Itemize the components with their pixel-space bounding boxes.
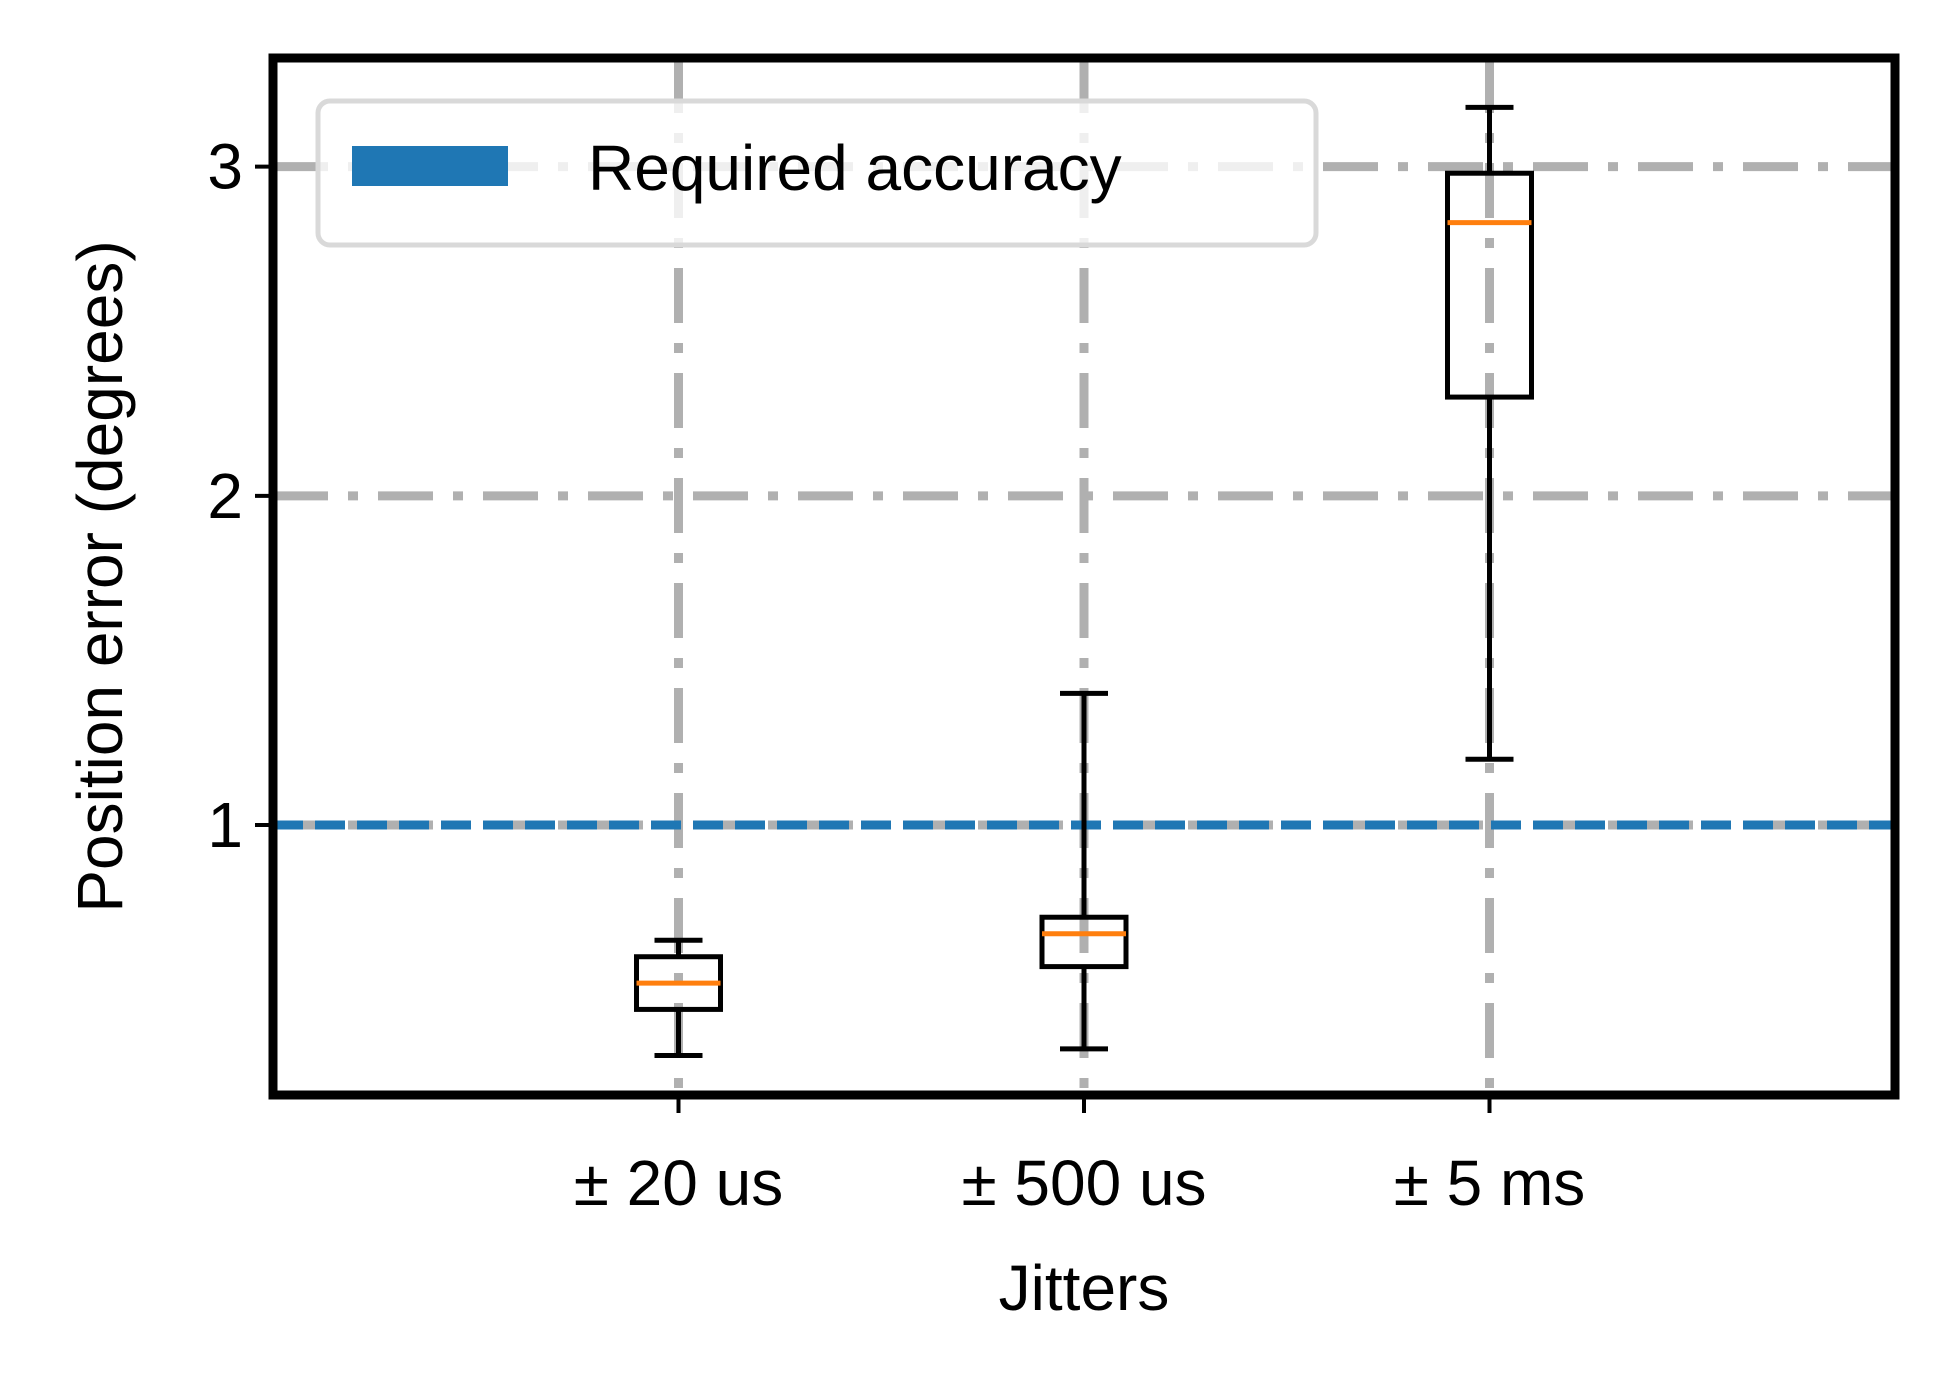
x-tick-label: ± 20 us <box>574 1147 783 1219</box>
axis-ticks: 1 2 3 ± 20 us ± 500 us ± 5 ms <box>207 131 1585 1219</box>
y-axis-label: Position error (degrees) <box>64 240 136 912</box>
y-tick-label: 1 <box>207 789 243 861</box>
y-tick-label: 3 <box>207 131 243 203</box>
legend: Required accuracy <box>315 98 1319 248</box>
box <box>1445 170 1534 400</box>
box-group <box>1445 104 1534 762</box>
legend-box <box>315 98 1319 248</box>
box <box>1039 914 1129 970</box>
x-axis-label: Jitters <box>999 1252 1170 1324</box>
x-tick-label: ± 500 us <box>961 1147 1206 1219</box>
box-group <box>634 937 723 1058</box>
x-tick-label: ± 5 ms <box>1394 1147 1586 1219</box>
legend-swatch-required-accuracy <box>352 146 508 186</box>
y-tick-label: 2 <box>207 460 243 532</box>
box-group <box>1039 690 1129 1052</box>
legend-label-required-accuracy: Required accuracy <box>588 132 1122 204</box>
boxes-layer <box>634 104 1534 1058</box>
